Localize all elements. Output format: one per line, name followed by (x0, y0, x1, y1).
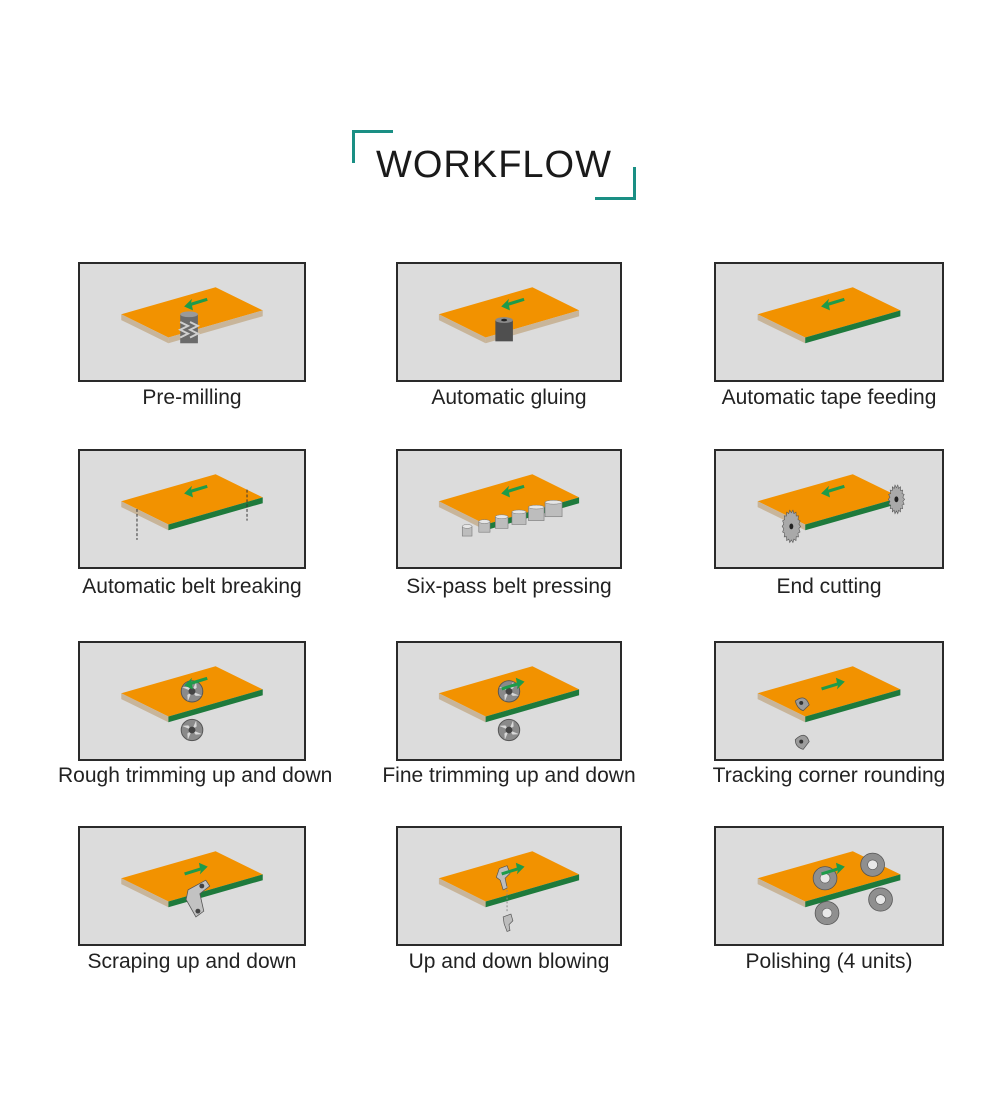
trimming-cutter-icon (78, 641, 306, 761)
fine-trimming-icon (396, 641, 622, 761)
step-label: Tracking corner rounding (712, 764, 946, 787)
step-label: End cutting (776, 575, 882, 598)
milling-cutter-icon (78, 262, 306, 382)
step-label: Polishing (4 units) (745, 950, 913, 973)
step-label: Automatic belt breaking (82, 575, 302, 598)
press-rollers-icon (396, 449, 622, 569)
glue-roller-icon (396, 262, 622, 382)
step-label: Fine trimming up and down (382, 764, 636, 787)
scraper-icon (78, 826, 306, 946)
air-blower-icon (396, 826, 622, 946)
title-bracket-bottom-right (595, 167, 636, 200)
polishing-wheel-icon (714, 826, 944, 946)
tape-feed-icon (714, 262, 944, 382)
workflow-title-block: WORKFLOW (352, 130, 636, 200)
step-label: Rough trimming up and down (58, 764, 333, 787)
saw-blade-icon (714, 449, 944, 569)
step-label: Pre-milling (142, 386, 242, 409)
page-title: WORKFLOW (376, 144, 612, 186)
step-label: Automatic tape feeding (721, 386, 937, 409)
step-label: Scraping up and down (87, 950, 297, 973)
step-label: Up and down blowing (408, 950, 610, 973)
corner-rounding-icon (714, 641, 944, 761)
belt-break-icon (78, 449, 306, 569)
step-label: Automatic gluing (431, 386, 587, 409)
step-label: Six-pass belt pressing (406, 575, 612, 598)
title-bracket-top-left (352, 130, 393, 163)
